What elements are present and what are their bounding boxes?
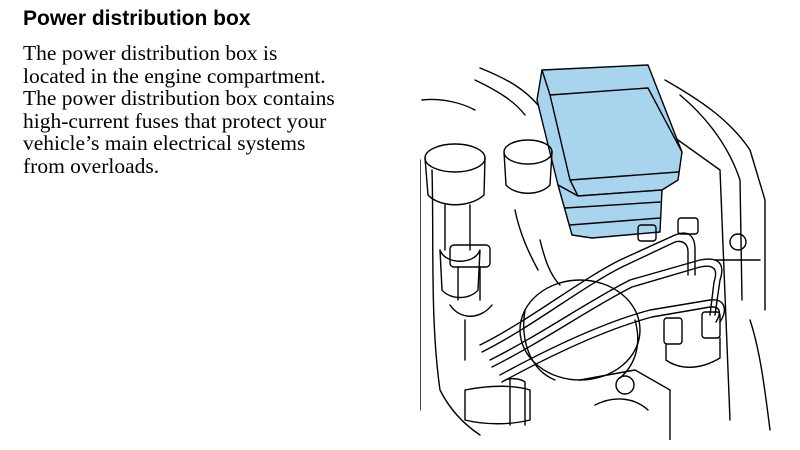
cap-center-body [503,151,553,194]
bracket-right [665,337,721,368]
cap-left-top [424,143,486,173]
fitting-2 [637,224,657,242]
connector-detail [449,266,493,361]
paragraph-line: high-current fuses that protect your [23,108,327,133]
booster-hose [514,209,561,286]
fitting-1 [677,217,699,235]
booster-rim [523,309,639,381]
cap-left-body [424,157,486,206]
paragraph-line: vehicle’s main electrical systems [23,131,306,155]
paragraph-line: located in the engine compartment. [23,63,326,88]
abs-module [579,369,671,440]
neck-left [439,204,481,299]
fitting-3 [663,317,683,345]
hose-lower [464,385,531,425]
engine-compartment-illustration [420,64,771,440]
paragraph-line: The power distribution box contains [23,86,335,110]
section-heading: Power distribution box [23,7,251,30]
box-base-ridge [564,201,661,226]
clamp-lower [504,377,526,426]
chassis-outline [474,67,771,431]
lower-components [464,369,671,440]
description-paragraph: The power distribution box is located in… [23,42,413,177]
bolt-lower [615,375,635,395]
left-connector [449,244,493,361]
power-distribution-box [536,64,683,239]
paragraph-line: from overloads. [23,153,160,178]
brake-lines [479,232,726,383]
line-fittings [637,217,747,368]
left-structure [420,98,481,436]
fitting-4 [701,311,721,339]
box-lid-edge [541,69,683,197]
connector-block [449,244,491,268]
paragraph-line: The power distribution box is [23,41,278,65]
bolt-right [729,233,747,251]
booster-face [519,279,641,381]
box-base [557,184,663,239]
cap-center-top [503,139,553,165]
reservoir-caps [424,139,553,299]
